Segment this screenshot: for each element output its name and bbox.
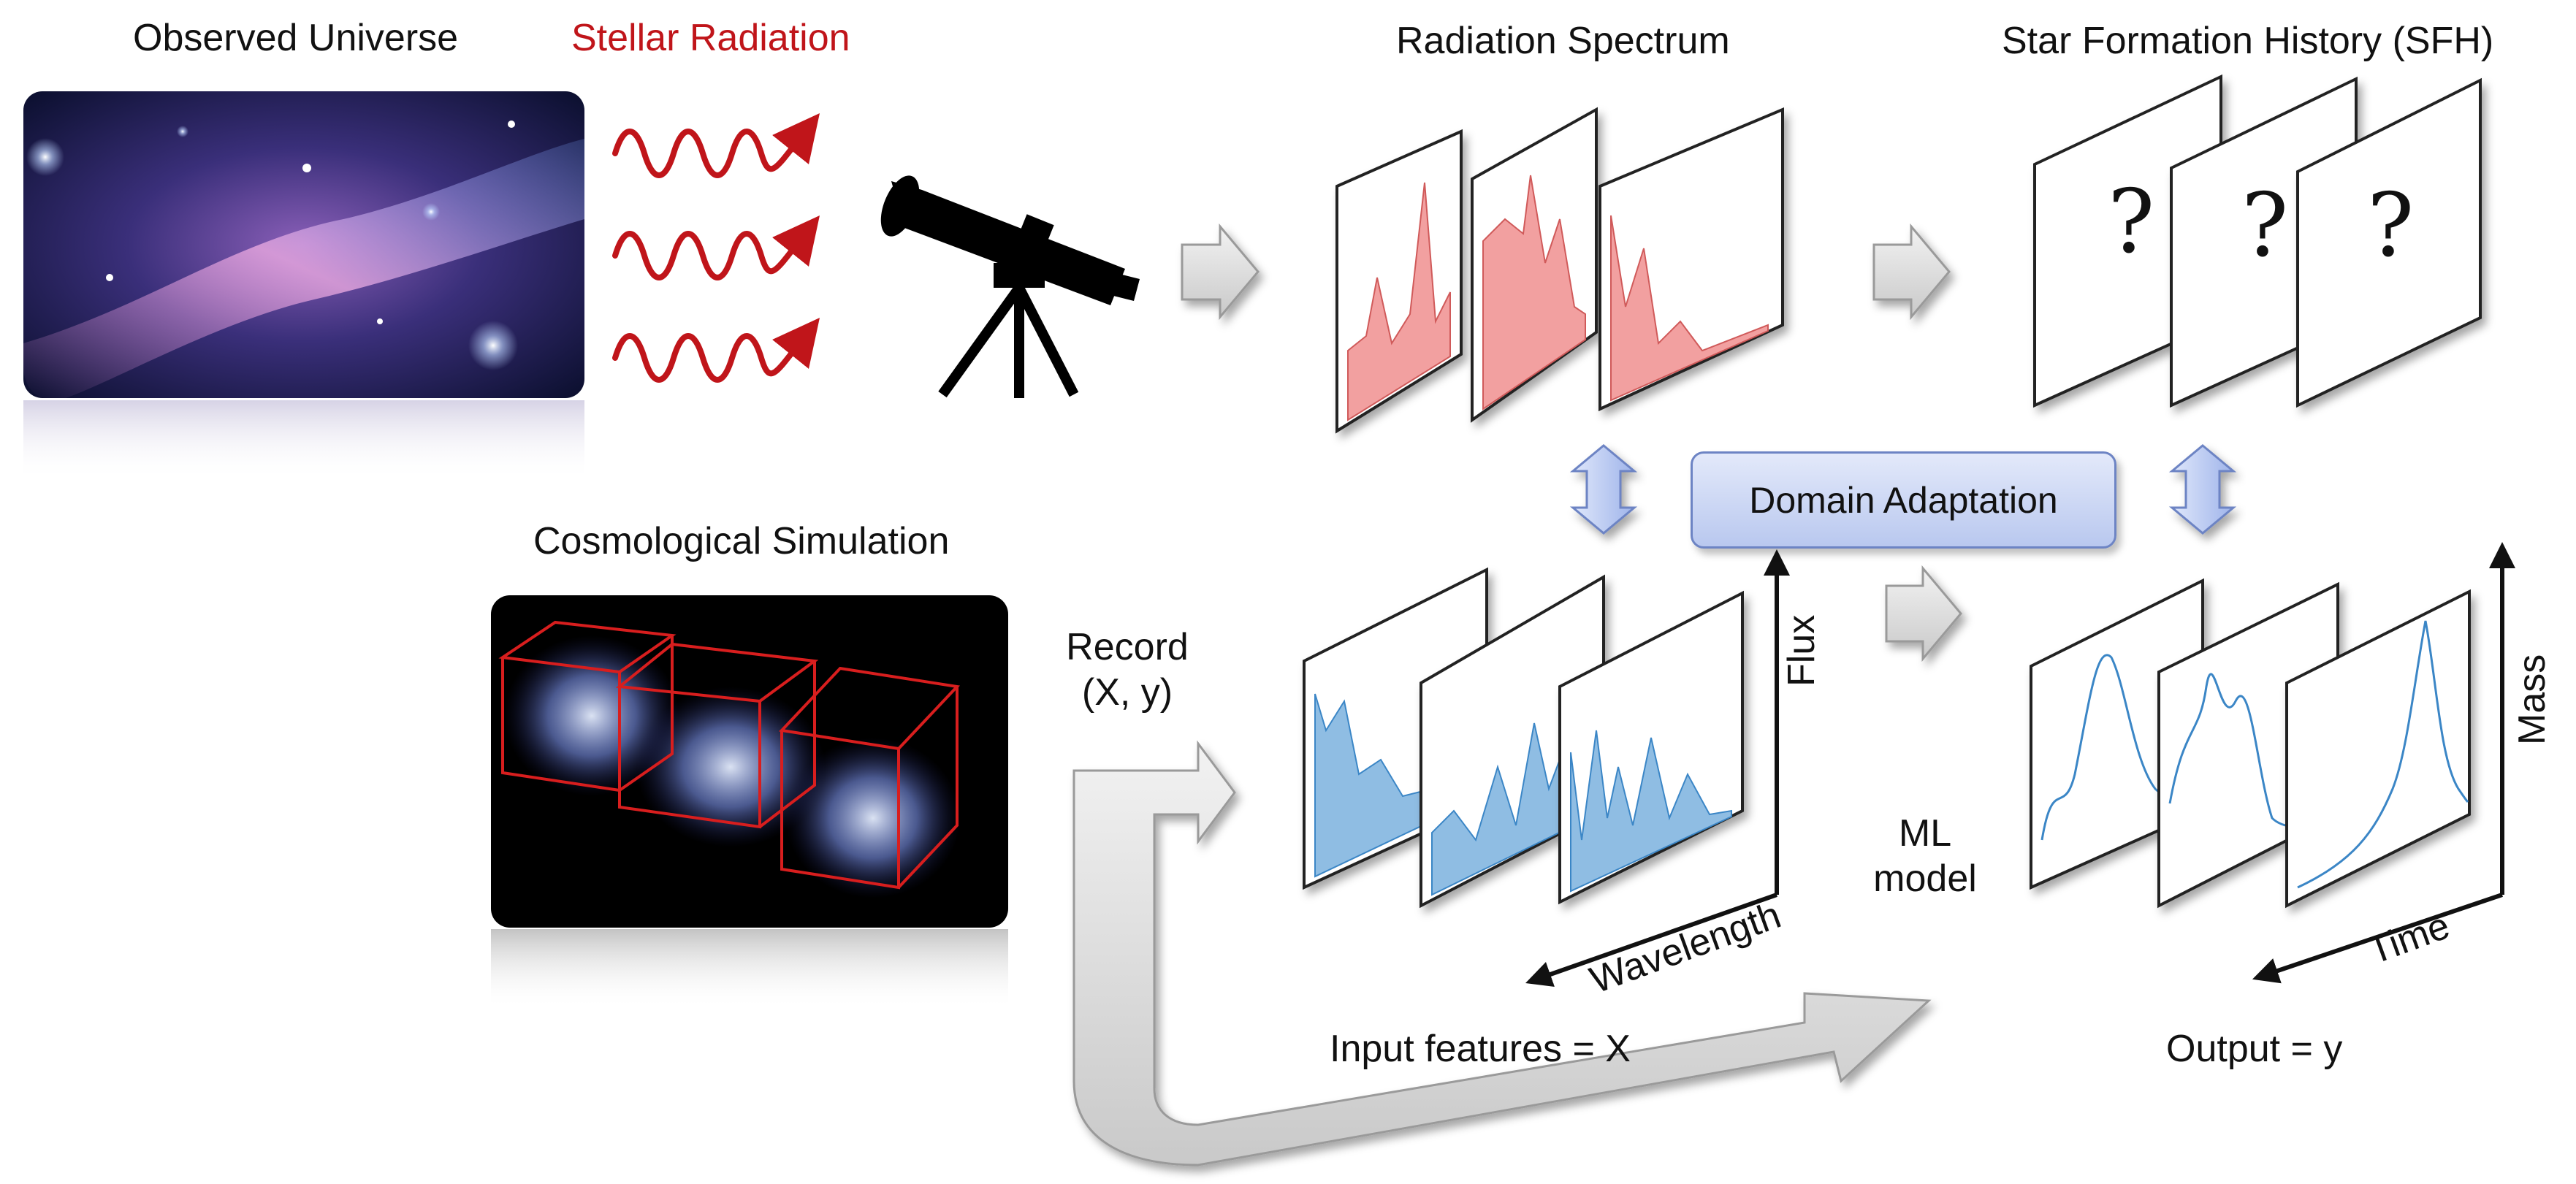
spectrum-panel (1335, 129, 1463, 434)
spectrum-panel (1471, 107, 1598, 423)
output-panels (2030, 578, 2471, 909)
record-path-arrow (1072, 740, 1932, 1166)
spectrum-panels-blue (1303, 567, 1744, 909)
radiation-spectrum-title: Radiation Spectrum (1396, 20, 1730, 62)
telescope-icon (880, 175, 1140, 398)
ml-label-line2: model (1873, 858, 1977, 901)
question-mark: ? (2241, 175, 2289, 277)
stellar-radiation-label: Stellar Radiation (571, 17, 850, 59)
double-arrow-icon (2168, 444, 2237, 535)
sfh-title: Star Formation History (SFH) (2002, 20, 2494, 62)
wave-arrow-icon (612, 215, 820, 280)
question-mark: ? (2108, 172, 2155, 273)
sfh-panels (2033, 74, 2482, 408)
question-panel (2296, 77, 2482, 408)
record-label-line1: Record (1066, 626, 1189, 668)
sfh-curve-panel (2285, 589, 2471, 909)
block-arrow-icon (1872, 223, 1951, 321)
cosmological-simulation-label: Cosmological Simulation (533, 520, 950, 562)
simulation-cubes-image (491, 595, 1008, 1009)
domain-adaptation-box: Domain Adaptation (1691, 451, 2116, 549)
block-arrow-icon (1885, 565, 1962, 662)
axes (1525, 542, 2515, 988)
ml-model-label: ML model (1863, 811, 1987, 902)
output-label: Output = y (2166, 1028, 2343, 1070)
galaxy-image (23, 91, 584, 481)
record-label-line2: (X, y) (1081, 671, 1173, 714)
double-arrow-icon (1569, 444, 1638, 535)
input-features-label: Input features = X (1330, 1028, 1631, 1070)
block-arrow-icon (1181, 223, 1260, 321)
observed-universe-label: Observed Universe (133, 17, 459, 59)
wave-arrow-icon (612, 113, 820, 178)
spectrum-panel (1558, 590, 1744, 905)
record-label: Record (X, y) (1065, 625, 1189, 716)
wave-arrows (612, 113, 820, 383)
spectrum-panels-red (1335, 107, 1784, 434)
time-axis (2252, 893, 2503, 984)
spectrum-panel (1598, 107, 1784, 412)
ml-label-line1: ML (1898, 812, 1952, 855)
question-mark: ? (2367, 175, 2415, 277)
flux-label: Flux (1780, 614, 1823, 687)
wavelength-axis (1525, 893, 1777, 988)
wave-arrow-icon (612, 318, 820, 383)
mass-label: Mass (2511, 654, 2553, 745)
